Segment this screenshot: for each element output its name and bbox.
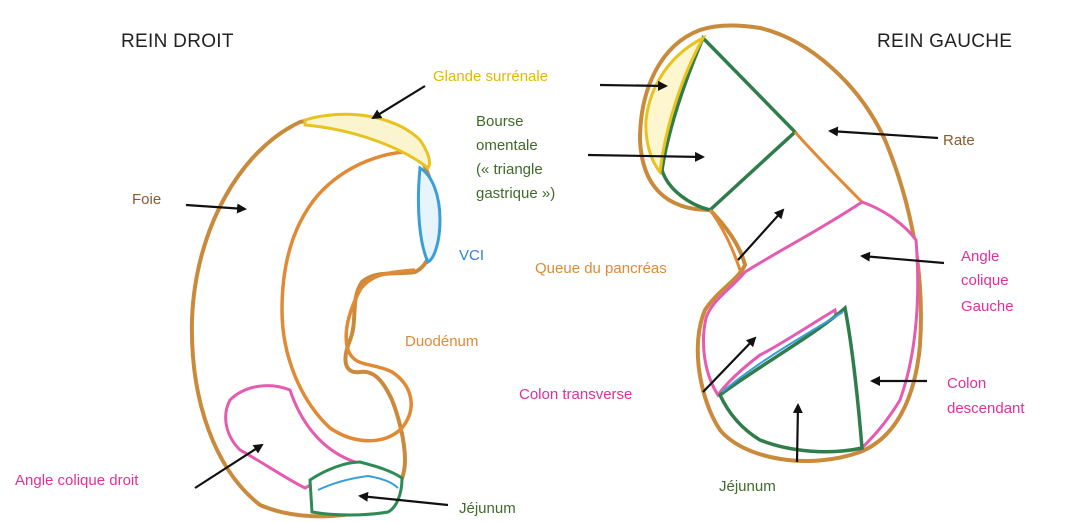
label-spleen: Rate <box>943 132 975 149</box>
label-omental-bursa-line3: (« triangle <box>476 161 543 178</box>
label-jejunum-right: Jéjunum <box>459 500 516 517</box>
title-left-kidney: REIN GAUCHE <box>877 33 1012 50</box>
label-pancreas-tail: Queue du pancréas <box>535 260 667 277</box>
label-adrenal: Glande surrénale <box>433 68 548 85</box>
label-omental-bursa-line1: Bourse <box>476 113 524 130</box>
label-left-colic-angle-line3: Gauche <box>961 298 1014 315</box>
label-left-colic-angle-line1: Angle <box>961 248 999 265</box>
label-omental-bursa-line4: gastrique ») <box>476 185 555 202</box>
arrow-adrenal <box>373 86 425 118</box>
label-jejunum-left: Jéjunum <box>719 478 776 495</box>
label-descending-colon-line1: Colon <box>947 375 986 392</box>
label-ivc: VCI <box>459 247 484 264</box>
label-descending-colon-line2: descendant <box>947 400 1025 417</box>
label-right-colic-angle: Angle colique droit <box>15 472 138 489</box>
label-left-colic-angle-line2: colique <box>961 272 1009 289</box>
arrow-jejunum-left <box>797 405 798 462</box>
arrow-adrenal-left <box>600 85 666 86</box>
label-omental-bursa-line2: omentale <box>476 137 538 154</box>
title-right-kidney: REIN DROIT <box>121 33 234 50</box>
label-liver: Foie <box>132 191 161 208</box>
label-duodenum: Duodénum <box>405 333 478 350</box>
label-transverse-colon: Colon transverse <box>519 386 632 403</box>
